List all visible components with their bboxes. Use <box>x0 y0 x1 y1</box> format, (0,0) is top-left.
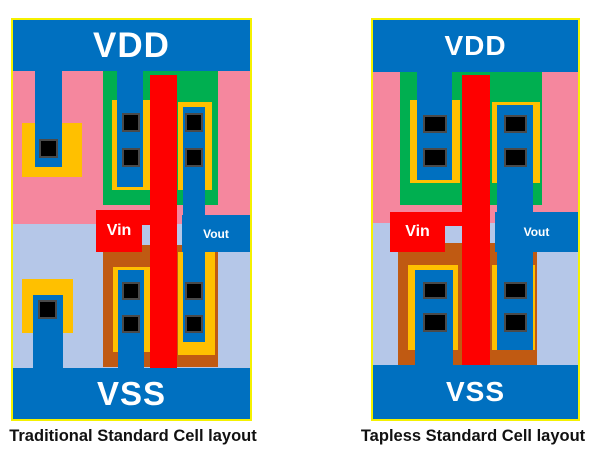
vdd-text: VDD <box>93 26 170 65</box>
nmos-source-contact <box>423 282 447 299</box>
pmos-drain-contact <box>504 115 527 133</box>
nmos-drain-contact <box>185 282 203 300</box>
pmos-source-contact <box>122 113 140 132</box>
vout-label: Vout <box>523 225 550 239</box>
vss-text: VSS <box>445 376 506 407</box>
tapless-cell-layout: Vout Vin VDD VSS <box>371 18 580 421</box>
vdd-text: VDD <box>444 30 507 61</box>
traditional-cell-layout: Vout Vin VDD VSS <box>11 18 252 421</box>
nmos-source-contact <box>122 315 140 333</box>
vss-rail-label: VSS <box>373 365 578 419</box>
pmos-source-contact <box>122 148 140 167</box>
vdd-rail-label: VDD <box>373 20 578 72</box>
vout-label: Vout <box>203 226 229 241</box>
pmos-drain-contact <box>504 148 527 167</box>
nmos-source-contact <box>122 282 140 300</box>
nwell-tap-contact <box>39 139 58 158</box>
pmos-drain-contact <box>185 113 203 132</box>
vss-text: VSS <box>96 375 167 412</box>
tapless-cell-caption: Tapless Standard Cell layout <box>360 427 586 445</box>
vout-pin: Vout <box>182 215 250 252</box>
pmos-source-contact <box>423 148 447 167</box>
vss-rail <box>373 365 578 419</box>
vin-pin: Vin <box>96 210 142 252</box>
nmos-source-contact <box>423 313 447 332</box>
psub-tap-contact <box>38 300 57 319</box>
vin-label: Vin <box>106 222 132 239</box>
nmos-drain-contact <box>185 315 203 333</box>
pmos-source-contact <box>423 115 447 133</box>
nmos-drain-contact <box>504 313 527 332</box>
vin-label: Vin <box>405 223 430 240</box>
vdd-rail-label: VDD <box>13 20 250 71</box>
vout-pin: Vout <box>495 212 578 252</box>
vdd-rail <box>373 20 578 72</box>
pmos-drain-contact <box>185 148 203 167</box>
vss-rail-label: VSS <box>13 368 250 419</box>
vss-rail <box>13 368 250 419</box>
nmos-drain-contact <box>504 282 527 299</box>
vin-pin: Vin <box>390 212 445 252</box>
traditional-cell-caption: Traditional Standard Cell layout <box>9 427 257 445</box>
